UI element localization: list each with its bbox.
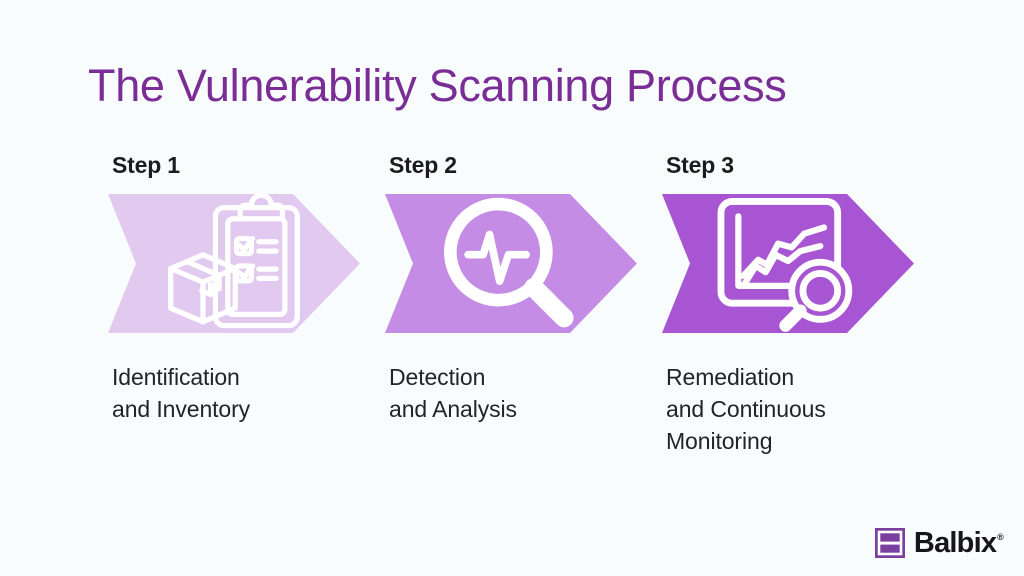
step-2-label: Step 2: [389, 152, 457, 178]
step-1-chevron: [108, 194, 360, 333]
balbix-logo-mark: [874, 528, 905, 558]
balbix-wordmark-text: Balbix: [913, 526, 997, 559]
step-3-label: Step 3: [666, 152, 734, 178]
step-1-caption: Identification and Inventory: [112, 364, 251, 422]
process-steps-row: Step 1: [0, 150, 1024, 457]
process-step-3: Step 3: [662, 150, 938, 457]
step-3-chevron-shape: [662, 194, 914, 333]
process-step-1: Step 1: [108, 150, 384, 457]
step-1-chevron-shape: [108, 194, 360, 333]
registered-trademark-icon: ®: [997, 531, 1004, 542]
step-3-chevron: [662, 194, 914, 333]
step-2-chevron: [385, 194, 637, 333]
step-1-label: Step 1: [112, 152, 180, 178]
step-2-chevron-shape: [385, 194, 637, 333]
balbix-wordmark: Balbix®: [913, 526, 1004, 559]
process-step-2: Step 2 Detection an: [385, 150, 661, 457]
step-2-caption: Detection and Analysis: [389, 364, 517, 422]
page-title: The Vulnerability Scanning Process: [88, 60, 787, 111]
balbix-logo: Balbix®: [874, 526, 1004, 559]
step-3-caption: Remediation and Continuous Monitoring: [666, 364, 826, 454]
